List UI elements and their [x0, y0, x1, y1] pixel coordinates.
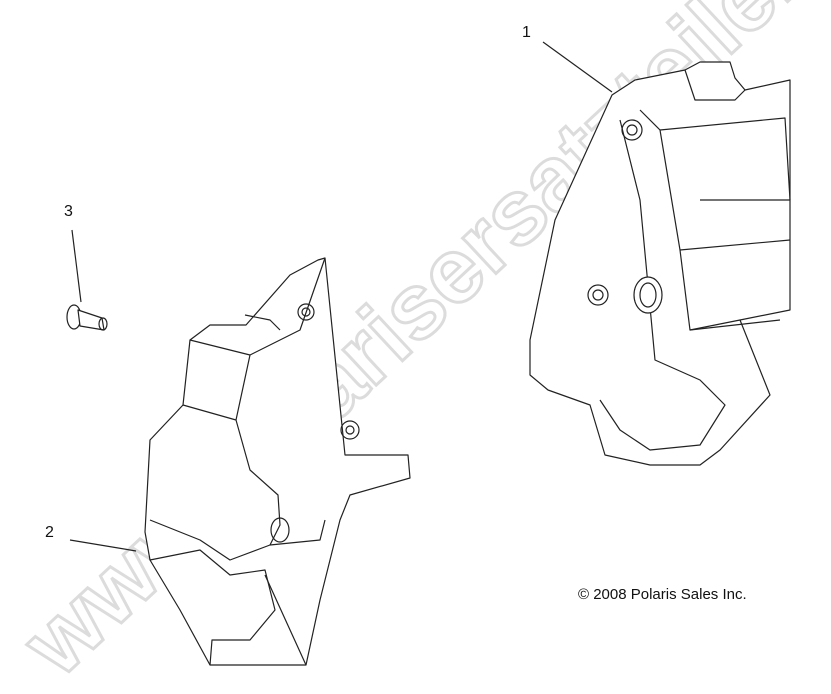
- left-panel-part[interactable]: [69, 257, 411, 666]
- callout-1: 1: [522, 24, 531, 41]
- bolt-part[interactable]: [66, 229, 108, 331]
- callout-2: 2: [45, 524, 54, 541]
- copyright-notice: © 2008 Polaris Sales Inc.: [578, 586, 747, 603]
- right-panel-part[interactable]: [529, 41, 791, 466]
- callout-3: 3: [64, 203, 73, 220]
